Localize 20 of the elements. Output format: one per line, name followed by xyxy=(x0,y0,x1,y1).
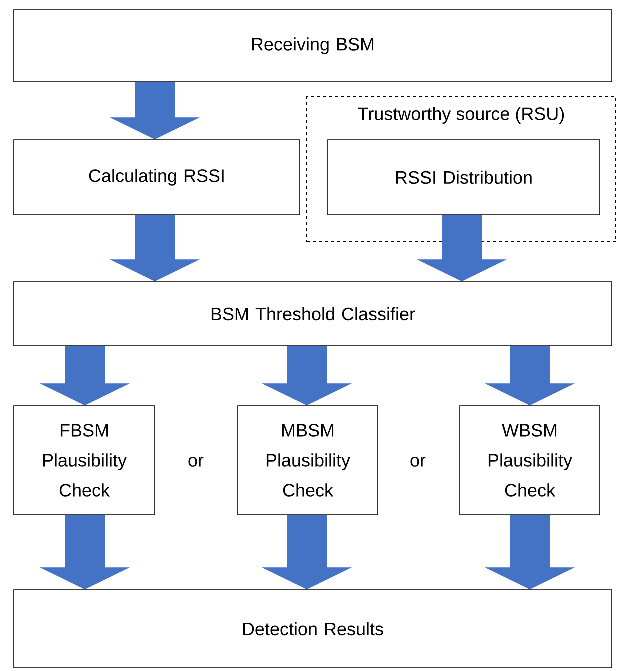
block-arrow xyxy=(110,215,200,282)
block-arrow xyxy=(40,346,130,406)
block-arrow xyxy=(262,346,352,406)
process-box: Calculating RSSI xyxy=(14,140,300,216)
block-arrow xyxy=(40,515,130,590)
block-arrow xyxy=(417,215,507,282)
process-box: RSSI Distribution xyxy=(328,140,600,216)
process-box: FBSM Plausibility Check xyxy=(14,406,156,516)
process-box: BSM Threshold Classifier xyxy=(14,282,612,346)
block-arrow xyxy=(110,82,200,140)
process-box: MBSM Plausibility Check xyxy=(238,406,378,516)
process-box: Detection Results xyxy=(14,590,612,668)
block-arrow xyxy=(485,346,575,406)
process-box: Receiving BSM xyxy=(14,10,612,82)
process-box: WBSM Plausibility Check xyxy=(460,406,600,516)
block-arrow xyxy=(262,515,352,590)
connector-word: or xyxy=(410,457,426,467)
group-heading: Trustworthy source (RSU) xyxy=(358,107,564,124)
connector-word: or xyxy=(188,457,204,467)
block-arrow xyxy=(485,515,575,590)
